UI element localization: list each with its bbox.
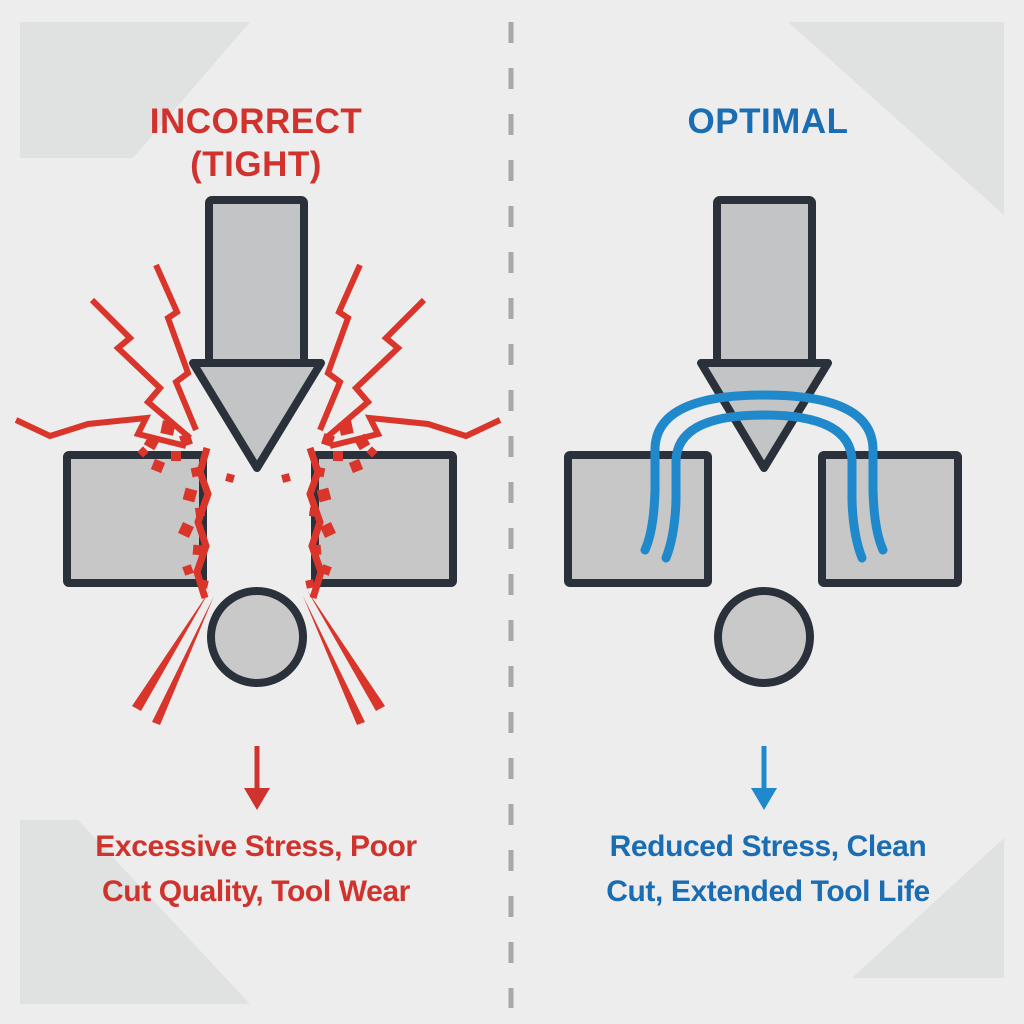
corner-shape-bottom-left — [20, 820, 250, 1004]
flow-lines — [640, 390, 888, 563]
left-caption-line1: Excessive Stress, Poor — [95, 830, 417, 863]
corner-shape-top-right — [788, 22, 1004, 215]
right-title: OPTIMAL — [512, 100, 1024, 143]
die-block-left — [63, 451, 207, 587]
red-down-arrow-icon — [244, 746, 270, 810]
left-title-line2: (TIGHT) — [190, 145, 322, 184]
corner-shape-bottom-right — [852, 838, 1004, 978]
blue-down-arrow-icon — [751, 746, 777, 810]
stress-spikes — [132, 590, 385, 725]
left-caption-line2: Cut Quality, Tool Wear — [102, 875, 410, 908]
slug-circle — [714, 587, 814, 687]
die-block-right — [311, 451, 457, 587]
slug-circle — [207, 587, 307, 687]
left-caption: Excessive Stress, Poor Cut Quality, Tool… — [0, 824, 512, 914]
right-caption-line1: Reduced Stress, Clean — [609, 830, 927, 863]
left-title-line1: INCORRECT — [149, 102, 363, 141]
punch-arrow — [697, 196, 832, 472]
punch-arrow — [189, 196, 325, 472]
optimal-clearance-diagram — [564, 196, 962, 810]
die-block-right — [818, 451, 962, 587]
stress-crack-lines — [14, 263, 502, 449]
debris-particles — [137, 420, 378, 589]
right-title-line1: OPTIMAL — [687, 102, 849, 141]
die-block-left — [564, 451, 712, 587]
left-title: INCORRECT (TIGHT) — [0, 100, 512, 186]
right-caption-line2: Cut, Extended Tool Life — [606, 875, 930, 908]
corner-shape-top-left — [20, 22, 250, 158]
incorrect-clearance-diagram — [14, 196, 502, 810]
right-caption: Reduced Stress, Clean Cut, Extended Tool… — [512, 824, 1024, 914]
